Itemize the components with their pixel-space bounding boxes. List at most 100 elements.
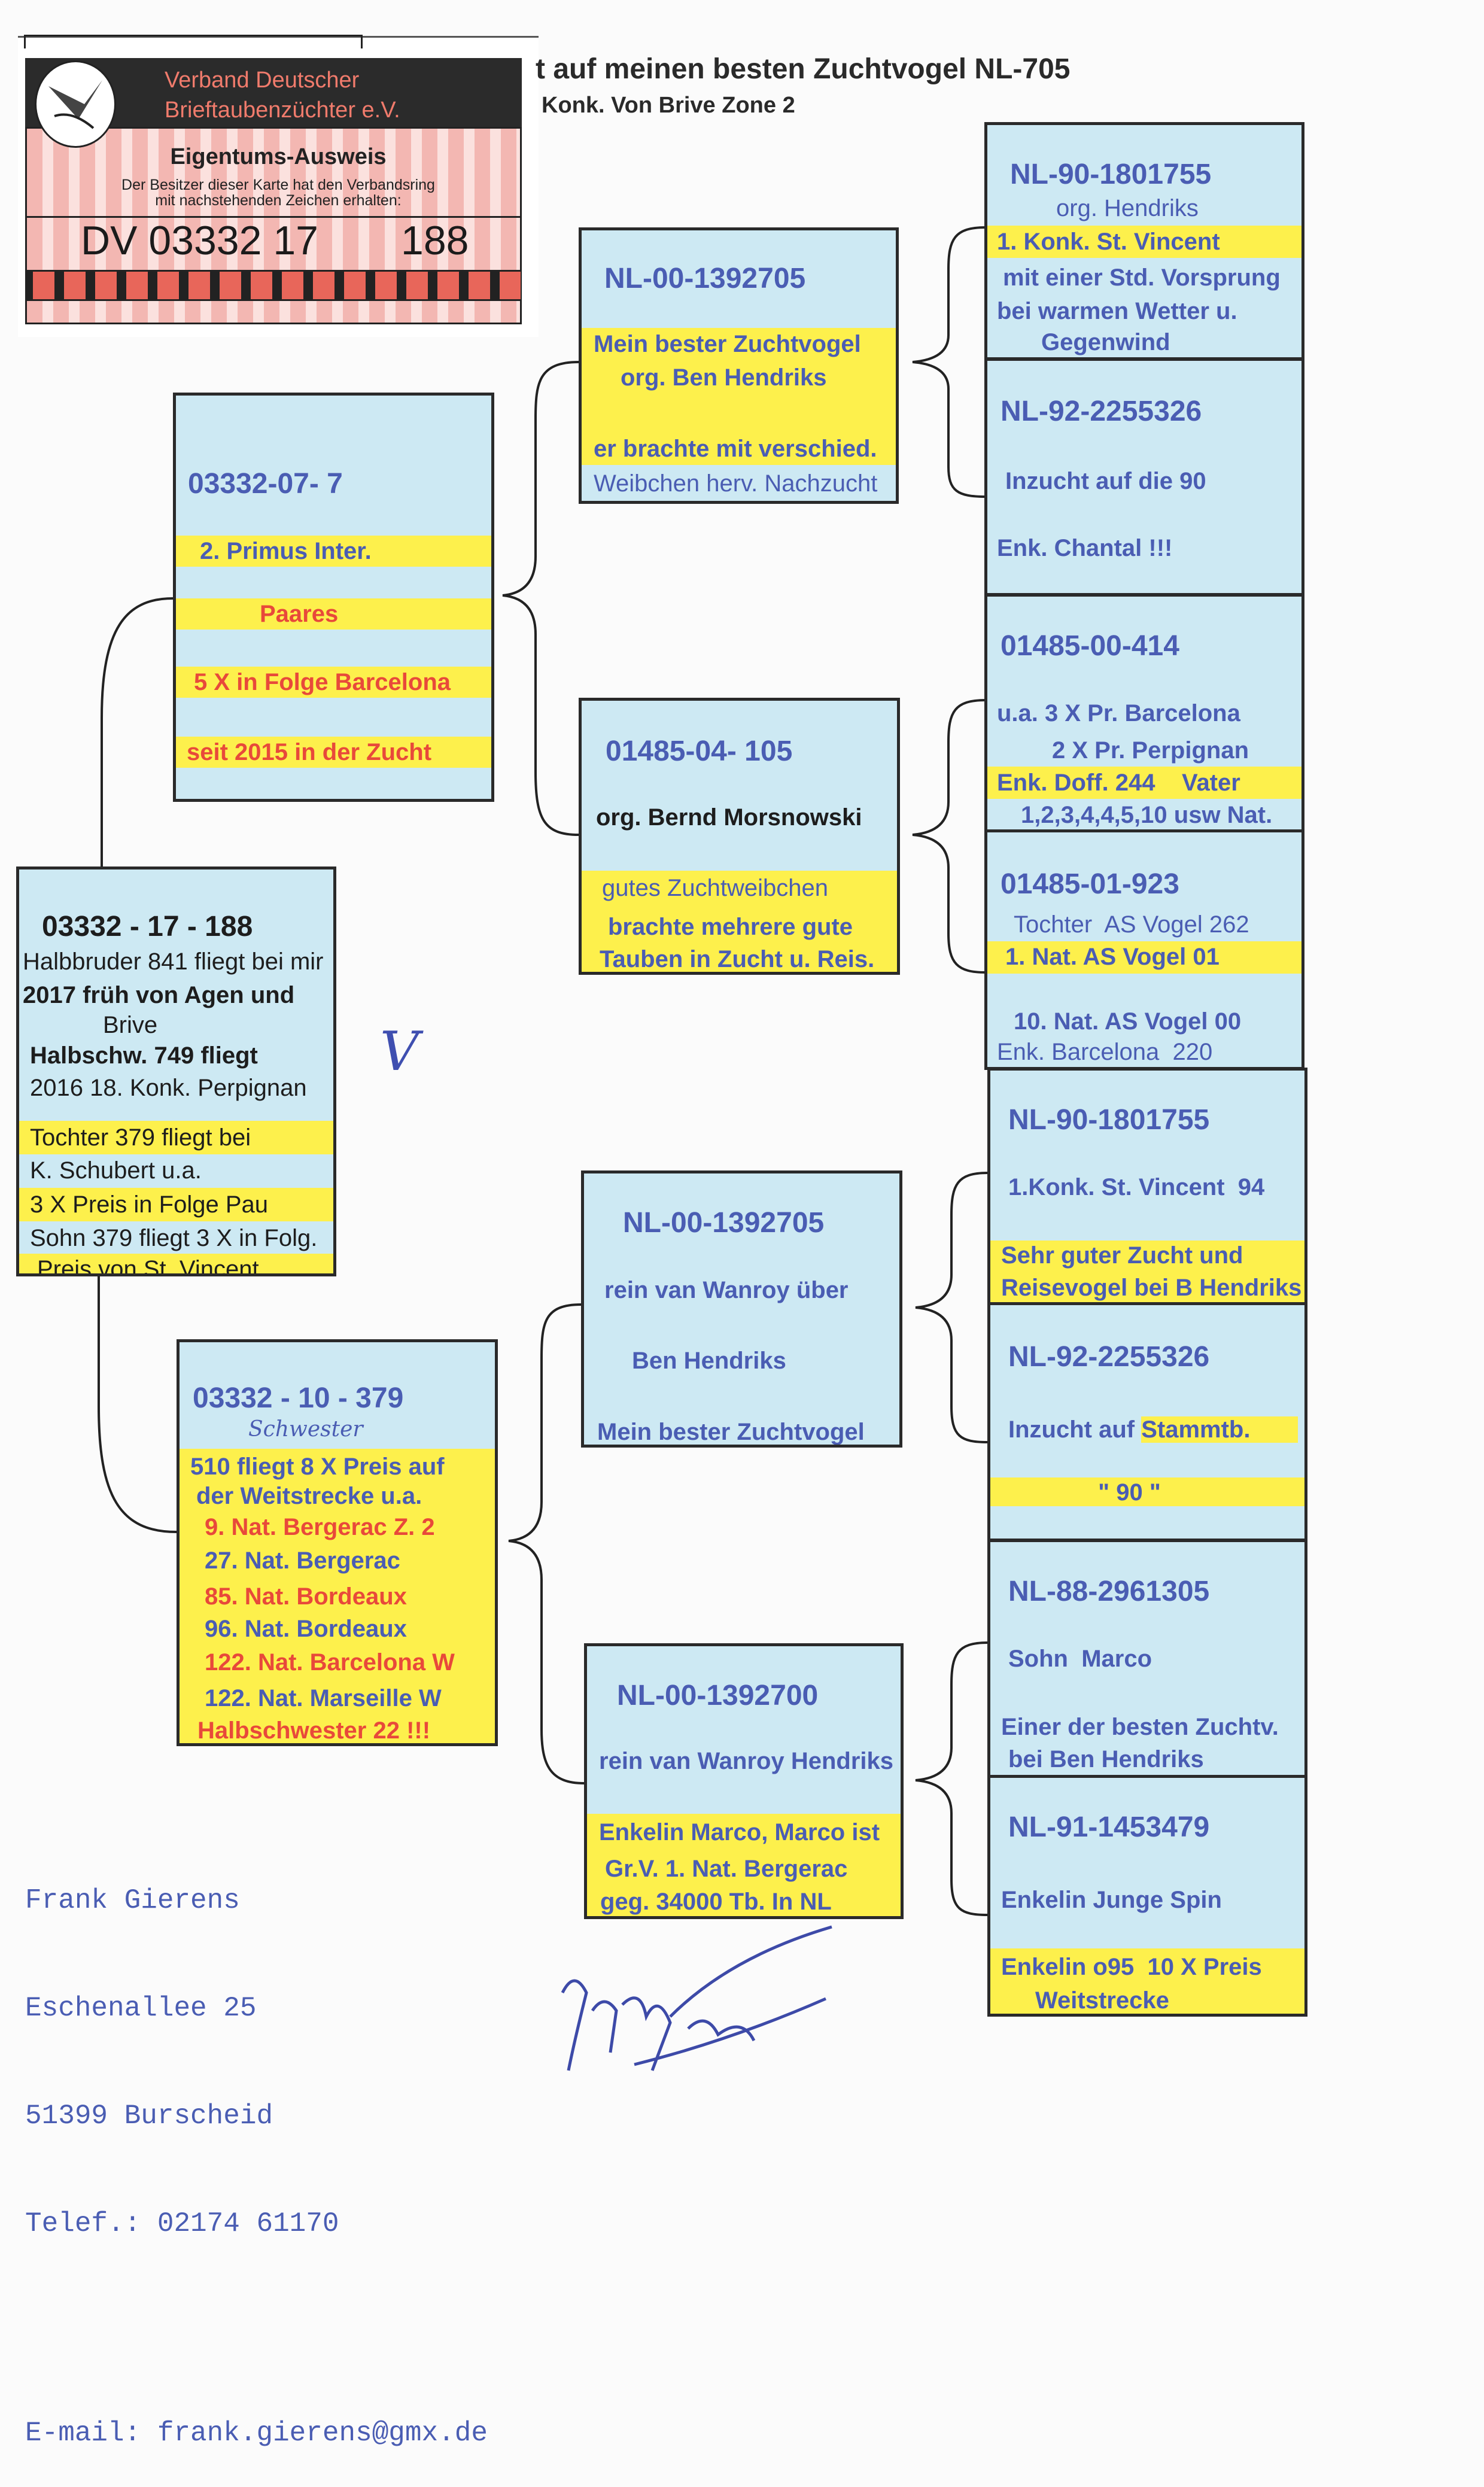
grandparent-id: NL-00-1392705 xyxy=(623,1207,825,1239)
connector-gp2 xyxy=(912,699,986,974)
dam-line: der Weitstrecke u.a. xyxy=(196,1483,422,1509)
grandparent-line: geg. 34000 Tb. In NL xyxy=(600,1889,832,1915)
great-grandparent-line: Einer der besten Zuchtv. xyxy=(1001,1714,1279,1740)
subject-line: Preis von St. Vincent xyxy=(37,1256,259,1276)
card-org-line2: Brieftaubenzüchter e.V. xyxy=(165,98,400,123)
subject-box: 03332 - 17 - 188 Halbbruder 841 fliegt b… xyxy=(16,867,336,1276)
subject-line: K. Schubert u.a. xyxy=(30,1157,202,1184)
subject-line: Halbschw. 749 fliegt xyxy=(30,1042,258,1069)
great-grandparent-line: u.a. 3 X Pr. Barcelona xyxy=(997,700,1240,726)
ring-prefix: DV 03332 17 xyxy=(81,218,318,263)
grandparent-box: NL-00-1392700 rein van Wanroy Hendriks E… xyxy=(584,1643,904,1919)
great-grandparent-id: NL-90-1801755 xyxy=(1008,1104,1210,1136)
highlighted-word: Stammtb. xyxy=(1141,1416,1298,1443)
subject-line: Tochter 379 fliegt bei xyxy=(30,1124,251,1151)
sire-line: 2. Primus Inter. xyxy=(200,538,372,564)
card-decor-band xyxy=(27,270,521,301)
great-grandparent-line: 1. Konk. St. Vincent xyxy=(997,229,1220,255)
subject-line: Brive xyxy=(103,1012,158,1038)
great-grandparent-box: NL-90-1801755 org. Hendriks 1. Konk. St.… xyxy=(984,122,1304,360)
contact-phone: Telef.: 02174 61170 xyxy=(25,2208,339,2239)
connector-sire-parents xyxy=(502,361,579,836)
sire-box: 03332-07- 7 2. Primus Inter. Paares 5 X … xyxy=(173,393,494,802)
handwritten-signature xyxy=(561,1925,832,2071)
contact-email[interactable]: E-mail: frank.gierens@gmx.de xyxy=(25,2418,488,2449)
great-grandparent-id: NL-91-1453479 xyxy=(1008,1811,1210,1843)
great-grandparent-line: 1. Nat. AS Vogel 01 xyxy=(1005,944,1220,970)
dam-line: 96. Nat. Bordeaux xyxy=(205,1616,407,1642)
connector-subject-sire xyxy=(101,597,174,867)
great-grandparent-line: Tochter AS Vogel 262 xyxy=(1014,911,1249,938)
contact-block: Frank Gierens Eschenallee 25 51399 Bursc… xyxy=(25,1811,488,2487)
grandparent-line: org. Ben Hendriks xyxy=(621,364,827,391)
grandparent-line: brachte mehrere gute xyxy=(608,914,853,940)
great-grandparent-line: Enkelin Junge Spin xyxy=(1001,1887,1222,1913)
great-grandparent-id: NL-88-2961305 xyxy=(1008,1576,1210,1607)
dam-line: 85. Nat. Bordeaux xyxy=(205,1583,407,1610)
subject-line: Sohn 379 fliegt 3 X in Folg. xyxy=(30,1225,318,1251)
grandparent-line: rein van Wanroy über xyxy=(604,1277,849,1303)
connector-dam-parents xyxy=(508,1303,585,1784)
dam-line: 9. Nat. Bergerac Z. 2 xyxy=(205,1514,435,1540)
card-heading: Eigentums-Ausweis xyxy=(170,144,387,169)
great-grandparent-line: bei warmen Wetter u. xyxy=(997,298,1237,324)
great-grandparent-line: Sehr guter Zucht und xyxy=(1001,1242,1243,1269)
great-grandparent-line: " 90 " xyxy=(1098,1479,1161,1506)
pedigree-connectors xyxy=(98,226,988,1916)
great-grandparent-box: NL-90-1801755 1.Konk. St. Vincent 94 Seh… xyxy=(987,1068,1307,1306)
great-grandparent-line: Inzucht auf Stammtb. xyxy=(990,1413,1304,1446)
great-grandparent-line: mit einer Std. Vorsprung xyxy=(1003,264,1281,291)
dam-line: Halbschwester 22 !!! xyxy=(197,1717,431,1744)
great-grandparent-id: 01485-01-923 xyxy=(1001,868,1179,900)
great-grandparent-line: Enk. Barcelona 220 xyxy=(997,1039,1213,1065)
great-grandparent-id: NL-92-2255326 xyxy=(1001,396,1202,427)
great-grandparent-box: 01485-00-414 u.a. 3 X Pr. Barcelona 2 X … xyxy=(984,594,1304,833)
card-org-line1: Verband Deutscher xyxy=(165,68,360,93)
page-subtitle: Konk. Von Brive Zone 2 xyxy=(542,93,795,118)
great-grandparent-box: NL-88-2961305 Sohn Marco Einer der beste… xyxy=(987,1539,1307,1778)
sire-id: 03332-07- 7 xyxy=(188,468,343,500)
grandparent-line: Ben Hendriks xyxy=(632,1348,786,1374)
subject-id: 03332 - 17 - 188 xyxy=(42,911,253,942)
great-grandparent-line: Sohn Marco xyxy=(1008,1646,1152,1672)
ownership-card: Verband Deutscher Brieftaubenzüchter e.V… xyxy=(18,35,539,337)
grandparent-line: Enkelin Marco, Marco ist xyxy=(599,1819,880,1846)
sire-line: 5 X in Folge Barcelona xyxy=(194,669,451,695)
grandparent-line: rein van Wanroy Hendriks xyxy=(599,1748,893,1774)
grandparent-line: Mein bester Zuchtvogel xyxy=(597,1419,865,1445)
sire-line: seit 2015 in der Zucht xyxy=(187,739,432,765)
great-grandparent-line-part: Inzucht auf xyxy=(1008,1416,1142,1443)
grandparent-box: NL-00-1392705 Mein bester Zuchtvogel org… xyxy=(579,227,899,504)
grandparent-line: Weibchen herv. Nachzucht xyxy=(594,470,878,497)
great-grandparent-line: Weitstrecke xyxy=(1035,1987,1169,2014)
great-grandparent-line: Enk. Doff. 244 Vater xyxy=(997,770,1240,796)
card-text-line1: Der Besitzer dieser Karte hat den Verban… xyxy=(121,177,435,193)
great-grandparent-line: 2 X Pr. Perpignan xyxy=(1052,737,1249,764)
connector-subject-dam xyxy=(98,1275,177,1533)
great-grandparent-line: Enkelin o95 10 X Preis xyxy=(1001,1954,1262,1980)
great-grandparent-line: bei Ben Hendriks xyxy=(1008,1746,1204,1772)
handwritten-check-mark: V xyxy=(380,1020,419,1083)
card-text-line2: mit nachstehenden Zeichen erhalten: xyxy=(155,192,402,209)
grandparent-line: Tauben in Zucht u. Reis. xyxy=(600,946,875,972)
contact-street: Eschenallee 25 xyxy=(25,1993,257,2024)
page-title: t auf meinen besten Zuchtvogel NL-705 xyxy=(536,53,1071,85)
dam-id: 03332 - 10 - 379 xyxy=(193,1382,404,1414)
great-grandparent-id: NL-92-2255326 xyxy=(1008,1341,1210,1373)
great-grandparent-line: Enk. Chantal !!! xyxy=(997,535,1173,561)
connector-gp4 xyxy=(915,1641,988,1916)
dam-line: 510 fliegt 8 X Preis auf xyxy=(190,1454,445,1480)
grandparent-line: er brachte mit verschied. xyxy=(594,436,877,462)
dam-box: 03332 - 10 - 379 Schwester 510 fliegt 8 … xyxy=(177,1339,498,1746)
great-grandparent-line: Reisevogel bei B Hendriks xyxy=(1001,1275,1302,1301)
great-grandparent-line: Inzucht auf die 90 xyxy=(1005,468,1206,494)
dam-line: 122. Nat. Marseille W xyxy=(205,1685,442,1711)
great-grandparent-line: org. Hendriks xyxy=(1056,195,1199,221)
great-grandparent-box: NL-91-1453479 Enkelin Junge Spin Enkelin… xyxy=(987,1775,1307,2017)
dam-line: 27. Nat. Bergerac xyxy=(205,1547,400,1574)
connector-gp1 xyxy=(912,226,986,498)
great-grandparent-box: NL-92-2255326 Inzucht auf die 90 Enk. Ch… xyxy=(984,358,1304,596)
great-grandparent-line: Gegenwind xyxy=(1041,329,1170,355)
grandparent-line: Gr.V. 1. Nat. Bergerac xyxy=(605,1856,848,1882)
great-grandparent-line: 1,2,3,4,4,5,10 usw Nat. xyxy=(1021,802,1273,828)
